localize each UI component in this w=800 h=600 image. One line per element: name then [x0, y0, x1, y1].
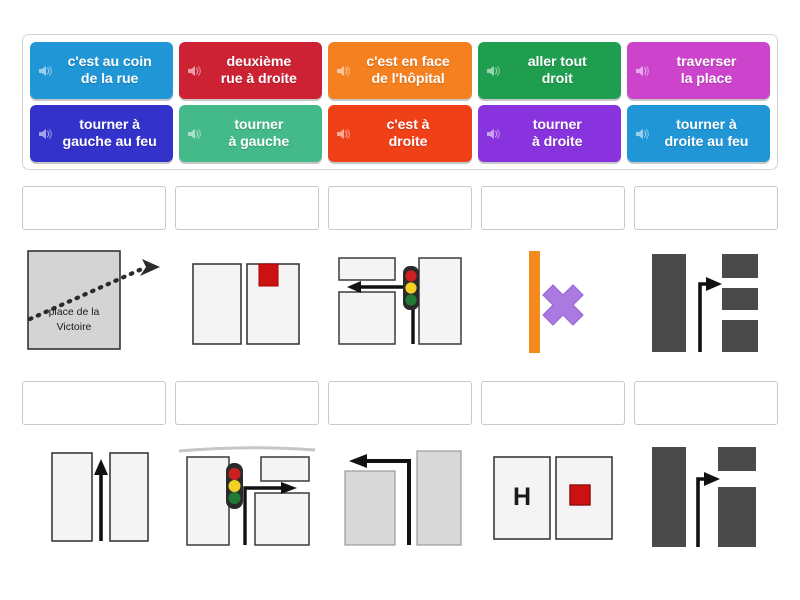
- tile-deuxieme-rue-a-droite[interactable]: deuxième rue à droite: [179, 42, 323, 99]
- tile-tourner-a-gauche-au-feu[interactable]: tourner à gauche au feu: [30, 105, 174, 162]
- tile-label-line1: traverser: [676, 53, 737, 70]
- tile-label: tourner à droite: [510, 117, 588, 151]
- answer-cell: [328, 381, 472, 559]
- speaker-icon: [485, 63, 501, 79]
- drop-slot[interactable]: [634, 186, 778, 230]
- drop-slot[interactable]: [175, 186, 319, 230]
- speaker-icon: [186, 126, 202, 142]
- answer-cell: [328, 186, 472, 364]
- drop-slot[interactable]: [175, 381, 319, 425]
- tile-label-line2: de la rue: [80, 70, 139, 87]
- tile-cest-au-coin-de-la-rue[interactable]: c'est au coin de la rue: [30, 42, 174, 99]
- picture-hospital-opposite-red-marker: H: [481, 437, 625, 557]
- tile-bank-panel: c'est au coin de la rue deuxième rue à d…: [22, 34, 778, 170]
- tile-label-line2: de l'hôpital: [371, 70, 445, 87]
- tile-label: c'est en face de l'hôpital: [344, 54, 455, 88]
- tile-label-line1: tourner: [234, 116, 284, 133]
- tile-label-line1: c'est en face: [366, 53, 450, 70]
- speaker-icon: [335, 126, 351, 142]
- tile-label-line1: aller tout: [527, 53, 587, 70]
- drop-slot[interactable]: [22, 381, 166, 425]
- tile-label-line1: tourner à: [79, 116, 140, 133]
- answer-row-1: place de la Victoire: [22, 186, 778, 364]
- tile-label-line2: rue à droite: [220, 70, 297, 87]
- answer-cell: [22, 381, 166, 559]
- answer-cell: [175, 186, 319, 364]
- answer-row-2: H: [22, 381, 778, 559]
- tile-label-line1: c'est à: [386, 116, 430, 133]
- tile-tourner-a-droite[interactable]: tourner à droite: [477, 105, 621, 162]
- tile-label: c'est au coin de la rue: [46, 54, 158, 88]
- picture-left-turn-arrow: [328, 437, 472, 557]
- picture-straight-ahead-arrow: [22, 437, 166, 557]
- picture-place-de-la-victoire: place de la Victoire: [22, 242, 166, 362]
- tile-label: tourner à gauche au feu: [41, 117, 163, 151]
- tile-label-line2: droite au feu: [664, 133, 749, 150]
- tile-aller-tout-droit[interactable]: aller tout droit: [477, 42, 621, 99]
- tile-tourner-a-droite-au-feu[interactable]: tourner à droite au feu: [626, 105, 771, 162]
- tile-traverser-la-place[interactable]: traverser la place: [626, 42, 771, 99]
- picture-street-corner-red-marker: [175, 242, 319, 362]
- tile-cest-en-face-de-lhopital[interactable]: c'est en face de l'hôpital: [328, 42, 472, 99]
- picture-caption-line1: place de la: [49, 306, 100, 318]
- tile-label: deuxième rue à droite: [199, 54, 303, 88]
- tile-label-line2: à droite: [531, 133, 583, 150]
- tile-label: c'est à droite: [365, 117, 436, 151]
- tile-tourner-a-gauche[interactable]: tourner à gauche: [179, 105, 323, 162]
- answer-cell: [175, 381, 319, 559]
- tile-label-line2: la place: [680, 70, 733, 87]
- drop-slot[interactable]: [634, 381, 778, 425]
- drop-slot[interactable]: [328, 186, 472, 230]
- tile-row-2: tourner à gauche au feu tourner à gauche…: [30, 105, 771, 162]
- tile-label-line2: gauche au feu: [62, 133, 157, 150]
- answer-cell: place de la Victoire: [22, 186, 166, 364]
- answer-cell: [481, 186, 625, 364]
- tile-label-line2: droit: [541, 70, 573, 87]
- tile-label: tourner à droite au feu: [642, 117, 754, 151]
- picture-traffic-light-right-turn: [175, 437, 319, 557]
- tile-label-line2: droite: [388, 133, 428, 150]
- answer-cell: [634, 381, 778, 559]
- tile-label-line1: deuxième: [226, 53, 292, 70]
- picture-orange-bar-purple-cross: [481, 242, 625, 362]
- tile-label: tourner à gauche: [206, 117, 295, 151]
- hospital-letter: H: [513, 483, 531, 511]
- tile-row-1: c'est au coin de la rue deuxième rue à d…: [30, 42, 771, 99]
- tile-label-line1: tourner: [532, 116, 582, 133]
- tile-cest-a-droite[interactable]: c'est à droite: [328, 105, 472, 162]
- answer-cell: H: [481, 381, 625, 559]
- tile-label-line2: à gauche: [228, 133, 290, 150]
- drop-slot[interactable]: [328, 381, 472, 425]
- drop-slot[interactable]: [481, 186, 625, 230]
- tile-label: aller tout droit: [506, 54, 593, 88]
- picture-traffic-light-left-turn: [328, 242, 472, 362]
- tile-label: traverser la place: [654, 54, 742, 88]
- picture-caption-line2: Victoire: [57, 321, 92, 333]
- tile-label-line1: c'est au coin: [67, 53, 152, 70]
- tile-label-line1: tourner à: [676, 116, 737, 133]
- speaker-icon: [485, 126, 501, 142]
- picture-second-street-right-turn: [634, 242, 778, 362]
- speaker-icon: [634, 63, 650, 79]
- drop-slot[interactable]: [22, 186, 166, 230]
- answer-cell: [634, 186, 778, 364]
- picture-first-street-right-turn: [634, 437, 778, 557]
- drop-slot[interactable]: [481, 381, 625, 425]
